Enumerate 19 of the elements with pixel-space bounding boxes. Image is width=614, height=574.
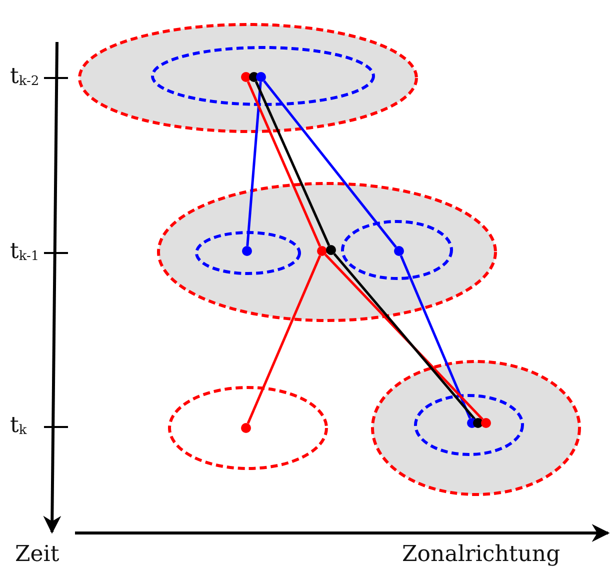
dashed-ellipse xyxy=(78,23,418,133)
trajectory-line xyxy=(246,81,322,247)
dashed-ellipse xyxy=(157,182,497,322)
trajectory-line xyxy=(400,255,472,419)
dashed-ellipse xyxy=(195,231,301,275)
dashed-ellipse xyxy=(168,386,328,470)
time-tick-label: t$_{k}$ xyxy=(10,415,27,437)
time-tick-label: t$_{k-2}$ xyxy=(10,66,40,88)
data-point xyxy=(241,423,251,433)
axis-label: Zonalrichtung xyxy=(402,544,560,566)
axis-label: Zeit xyxy=(15,544,60,566)
trajectory-line xyxy=(254,81,330,246)
time-tick-label: t$_{k-1}$ xyxy=(10,241,40,263)
dashed-ellipse xyxy=(414,394,524,456)
trajectory-line xyxy=(246,255,322,424)
dashed-ellipse xyxy=(341,220,453,280)
dashed-ellipse xyxy=(151,46,375,106)
trajectory-line xyxy=(263,80,397,248)
dashed-ellipse xyxy=(371,360,581,496)
